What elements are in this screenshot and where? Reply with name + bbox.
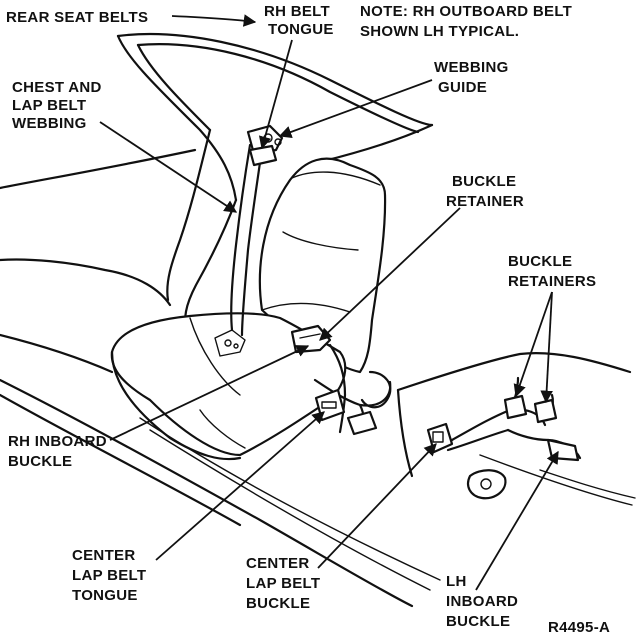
label-webbing-guide-line2: GUIDE [438, 79, 487, 96]
label-center-tongue-line1: CENTER [72, 547, 135, 564]
label-buckle-retainer-line1: BUCKLE [452, 173, 516, 190]
rear-seat [110, 157, 387, 461]
label-buckle-retainers-line1: BUCKLE [508, 253, 572, 270]
label-chest-lap-line1: CHEST AND [12, 79, 102, 96]
label-rh-belt-tongue-line1: RH BELT [264, 3, 330, 20]
label-webbing-guide-line1: WEBBING [434, 59, 509, 76]
label-rh-inboard-line1: RH INBOARD [8, 433, 107, 450]
leader-lines [99, 14, 559, 591]
label-note-line1: NOTE: RH OUTBOARD BELT [360, 3, 572, 20]
label-center-buckle-line3: BUCKLE [246, 595, 310, 612]
label-chest-lap-line3: WEBBING [12, 115, 87, 132]
label-rear-seat-belts: REAR SEAT BELTS [6, 9, 148, 26]
car-body [0, 33, 636, 608]
figure-id: R4495-A [548, 619, 610, 636]
label-lh-inboard-line1: LH [446, 573, 467, 590]
label-center-tongue-line2: LAP BELT [72, 567, 146, 584]
label-chest-lap-line2: LAP BELT [12, 97, 86, 114]
label-lh-inboard-line2: INBOARD [446, 593, 518, 610]
label-buckle-retainers-line2: RETAINERS [508, 273, 596, 290]
label-lh-inboard-line3: BUCKLE [446, 613, 510, 630]
label-note-line2: SHOWN LH TYPICAL. [360, 23, 519, 40]
label-center-buckle-line1: CENTER [246, 555, 309, 572]
label-rh-inboard-line2: BUCKLE [8, 453, 72, 470]
label-rh-belt-tongue-line2: TONGUE [268, 21, 334, 38]
text-labels: REAR SEAT BELTS RH BELT TONGUE NOTE: RH … [6, 3, 610, 636]
label-center-buckle-line2: LAP BELT [246, 575, 320, 592]
label-center-tongue-line3: TONGUE [72, 587, 138, 604]
label-buckle-retainer-line2: RETAINER [446, 193, 524, 210]
